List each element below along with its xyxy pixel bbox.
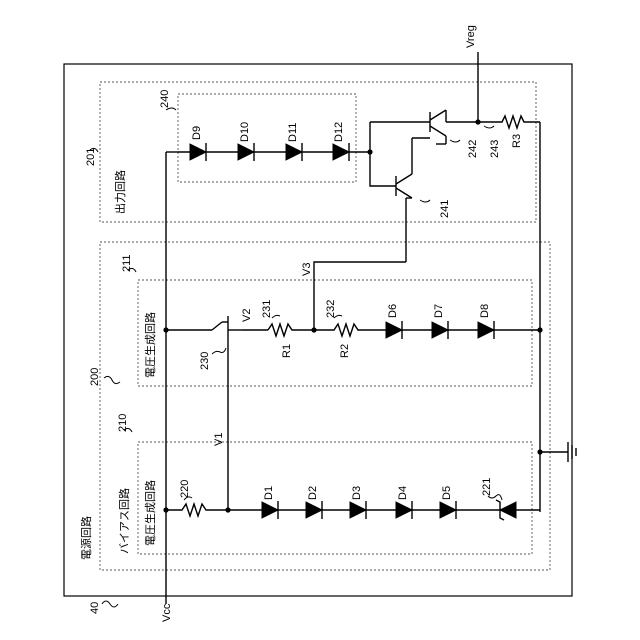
- label-d3: D3: [351, 486, 363, 500]
- diode-d5: [440, 501, 456, 519]
- label-v1: V1: [213, 433, 225, 446]
- voltage-gen-box-210: [138, 442, 532, 554]
- leader-242: [450, 140, 460, 142]
- title-output-circuit: 出力回路: [113, 170, 127, 214]
- label-220: 220: [179, 480, 191, 498]
- diode-d12: [333, 143, 349, 161]
- label-d11: D11: [287, 123, 299, 142]
- label-d9: D9: [191, 126, 203, 140]
- label-d6: D6: [387, 304, 399, 318]
- label-v3: V3: [301, 263, 313, 276]
- label-232: 232: [325, 300, 337, 318]
- label-230: 230: [199, 352, 211, 370]
- label-241: 241: [439, 200, 451, 218]
- label-r3: R3: [511, 134, 523, 148]
- leader-200: [104, 376, 120, 383]
- label-242: 242: [467, 140, 479, 158]
- diode-d2: [306, 501, 322, 519]
- label-vcc: Vcc: [161, 603, 173, 622]
- label-210: 210: [117, 414, 129, 432]
- title-voltage-gen-211: 電圧生成回路: [143, 312, 157, 378]
- leader-241: [420, 200, 430, 202]
- label-200: 200: [89, 368, 101, 386]
- leader-243: [484, 126, 494, 128]
- transistor-230: [212, 316, 242, 346]
- junction-v1: [225, 507, 230, 512]
- label-d10: D10: [239, 122, 251, 142]
- label-d7: D7: [433, 304, 445, 318]
- label-d1: D1: [263, 486, 275, 500]
- resistor-r2: [314, 324, 540, 336]
- label-40: 40: [89, 602, 101, 614]
- diode-d1: [262, 501, 278, 519]
- label-vreg: Vreg: [465, 25, 477, 48]
- junction-gnd-211: [537, 327, 542, 332]
- diode-d9: [190, 143, 206, 161]
- diode-d6: [386, 321, 402, 339]
- zener-diode-221: [496, 500, 516, 520]
- resistor-r1: [268, 324, 314, 336]
- label-243: 243: [489, 140, 501, 158]
- label-201: 201: [85, 148, 97, 166]
- leader-40: [102, 601, 118, 607]
- diode-d7: [432, 321, 448, 339]
- diode-group-240-box: [178, 94, 356, 182]
- bias-circuit-box: [100, 242, 550, 570]
- label-d2: D2: [307, 486, 319, 500]
- darlington-transistors: [370, 110, 478, 262]
- title-power-supply: 電源回路: [79, 516, 93, 560]
- label-211: 211: [121, 254, 133, 272]
- label-v2: V2: [241, 309, 253, 322]
- title-bias-circuit: バイアス回路: [118, 488, 131, 554]
- label-d12: D12: [333, 122, 345, 142]
- diode-d8: [478, 321, 494, 339]
- label-r1: R1: [281, 344, 293, 358]
- label-d4: D4: [397, 486, 409, 500]
- ground-icon: [568, 442, 576, 462]
- diode-d4: [396, 501, 412, 519]
- diode-d11: [286, 143, 302, 161]
- leader-231: [272, 315, 280, 318]
- title-voltage-gen-210: 電圧生成回路: [143, 480, 157, 546]
- diode-d3: [350, 501, 366, 519]
- label-r2: R2: [339, 344, 351, 358]
- diode-d10: [238, 143, 254, 161]
- v3-wire: [314, 262, 406, 330]
- resistor-r3: [478, 116, 540, 128]
- voltage-gen-box-211: [138, 280, 532, 386]
- label-221: 221: [481, 478, 493, 496]
- label-d8: D8: [479, 304, 491, 318]
- label-240: 240: [159, 90, 171, 108]
- leader-230: [212, 348, 226, 354]
- label-231: 231: [261, 300, 273, 318]
- label-d5: D5: [441, 486, 453, 500]
